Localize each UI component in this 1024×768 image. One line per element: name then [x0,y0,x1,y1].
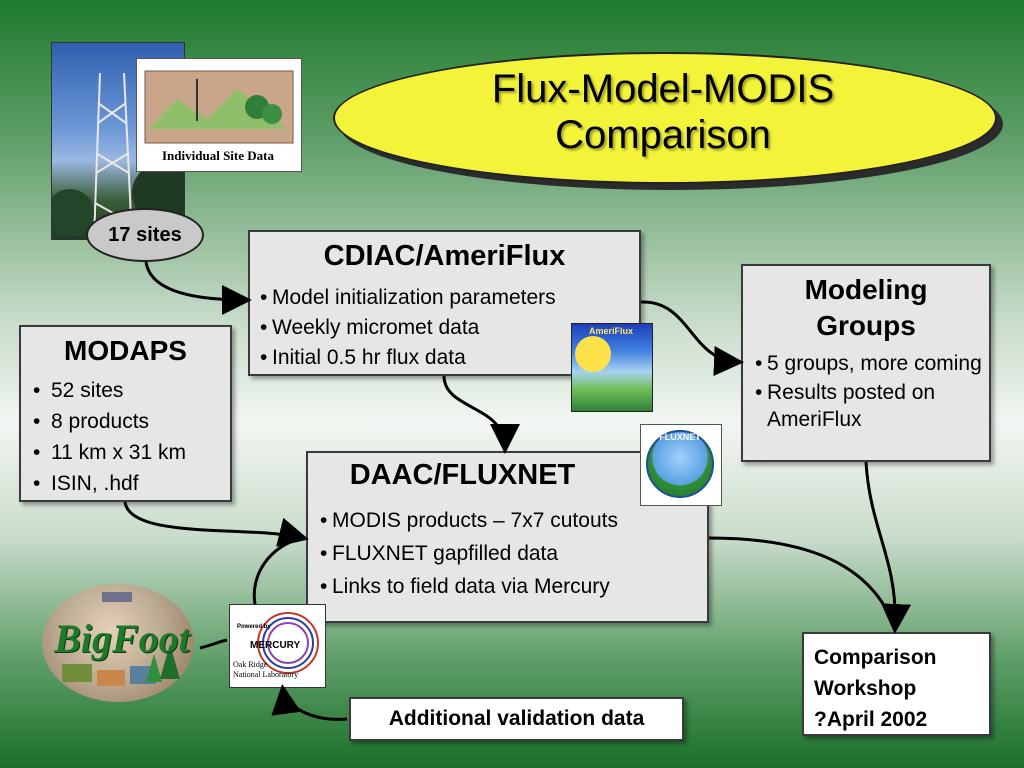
mercury-logo [229,604,326,688]
title-ellipse [333,52,997,184]
arrow-sites-to-cdiac [144,261,252,315]
list-item: •Model initialization parameters [260,286,556,309]
bigfoot-logo [42,584,194,702]
list-item: •ISIN, .hdf [33,472,139,495]
additional-validation-box: Additional validation data [349,697,684,741]
mercury-powered-by: Powered by [237,624,271,630]
mercury-organization: Oak Ridge National Laboratory [233,660,299,679]
fluxnet-logo-text: FLUXNET [659,432,701,442]
arrow-cdiac-to-daac [442,375,520,454]
daac-title: DAAC/FLUXNET [349,459,576,491]
cdiac-title: CDIAC/AmeriFlux [323,240,566,272]
modaps-title: MODAPS [64,335,187,366]
list-item: •Links to field data via Mercury [320,575,610,598]
site-card-label: Individual Site Data [162,148,274,163]
list-item: •8 products [33,410,150,433]
sun-icon [575,336,611,372]
list-item: •MODIS products – 7x7 cutouts [320,509,618,532]
list-item: •Results posted on AmeriFlux [755,381,936,431]
mercury-swirl-icon [257,612,319,674]
arrow-daac-to-workshop [708,536,897,629]
arrow-validation-to-mercury [271,684,348,721]
sites-count-oval: 17 sites [86,208,204,262]
arrow-modeling-to-workshop [864,461,912,634]
modaps-list: •52 sites •8 products •11 km x 31 km •IS… [33,375,230,499]
modeling-title: Modeling Groups [804,274,928,341]
list-item: •5 groups, more coming [755,352,982,375]
mercury-name: MERCURY [250,640,301,651]
modaps-box: MODAPS •52 sites •8 products •11 km x 31… [19,325,232,502]
list-item: •11 km x 31 km [33,441,186,464]
workshop-line-1: Comparison [814,646,937,669]
list-item: •Initial 0.5 hr flux data [260,346,466,369]
title-line-1: Flux-Model-MODIS [491,67,835,111]
arrow-mercury-to-daac [252,536,304,605]
title-line-2: Comparison [555,113,771,157]
daac-list: •MODIS products – 7x7 cutouts •FLUXNET g… [320,504,707,603]
globe-icon [646,430,714,498]
site-diorama-icon [144,70,294,144]
arrow-modaps-to-daac [123,501,309,547]
workshop-line-3: ?April 2002 [814,708,928,731]
ameriflux-logo-text: AmeriFlux [588,326,633,336]
arrow-bigfoot-to-mercury [199,638,228,650]
list-item: •Weekly micromet data [260,316,480,339]
modeling-groups-box: Modeling Groups •5 groups, more coming •… [741,264,991,462]
comparison-workshop-box: Comparison Workshop ?April 2002 [802,632,991,736]
bigfoot-logo-text: BigFoot [54,616,190,661]
modeling-list: •5 groups, more coming •Results posted o… [755,350,989,433]
workshop-line-2: Workshop [814,677,917,700]
individual-site-card [136,58,302,172]
list-item: •52 sites [33,379,124,402]
cdiac-list: •Model initialization parameters •Weekly… [260,283,639,373]
slide-title: Flux-Model-MODIS Comparison [333,66,993,158]
bigfoot-map-icon [62,592,180,686]
arrow-cdiac-to-modeling [640,300,744,376]
list-item: •FLUXNET gapfilled data [320,542,559,565]
